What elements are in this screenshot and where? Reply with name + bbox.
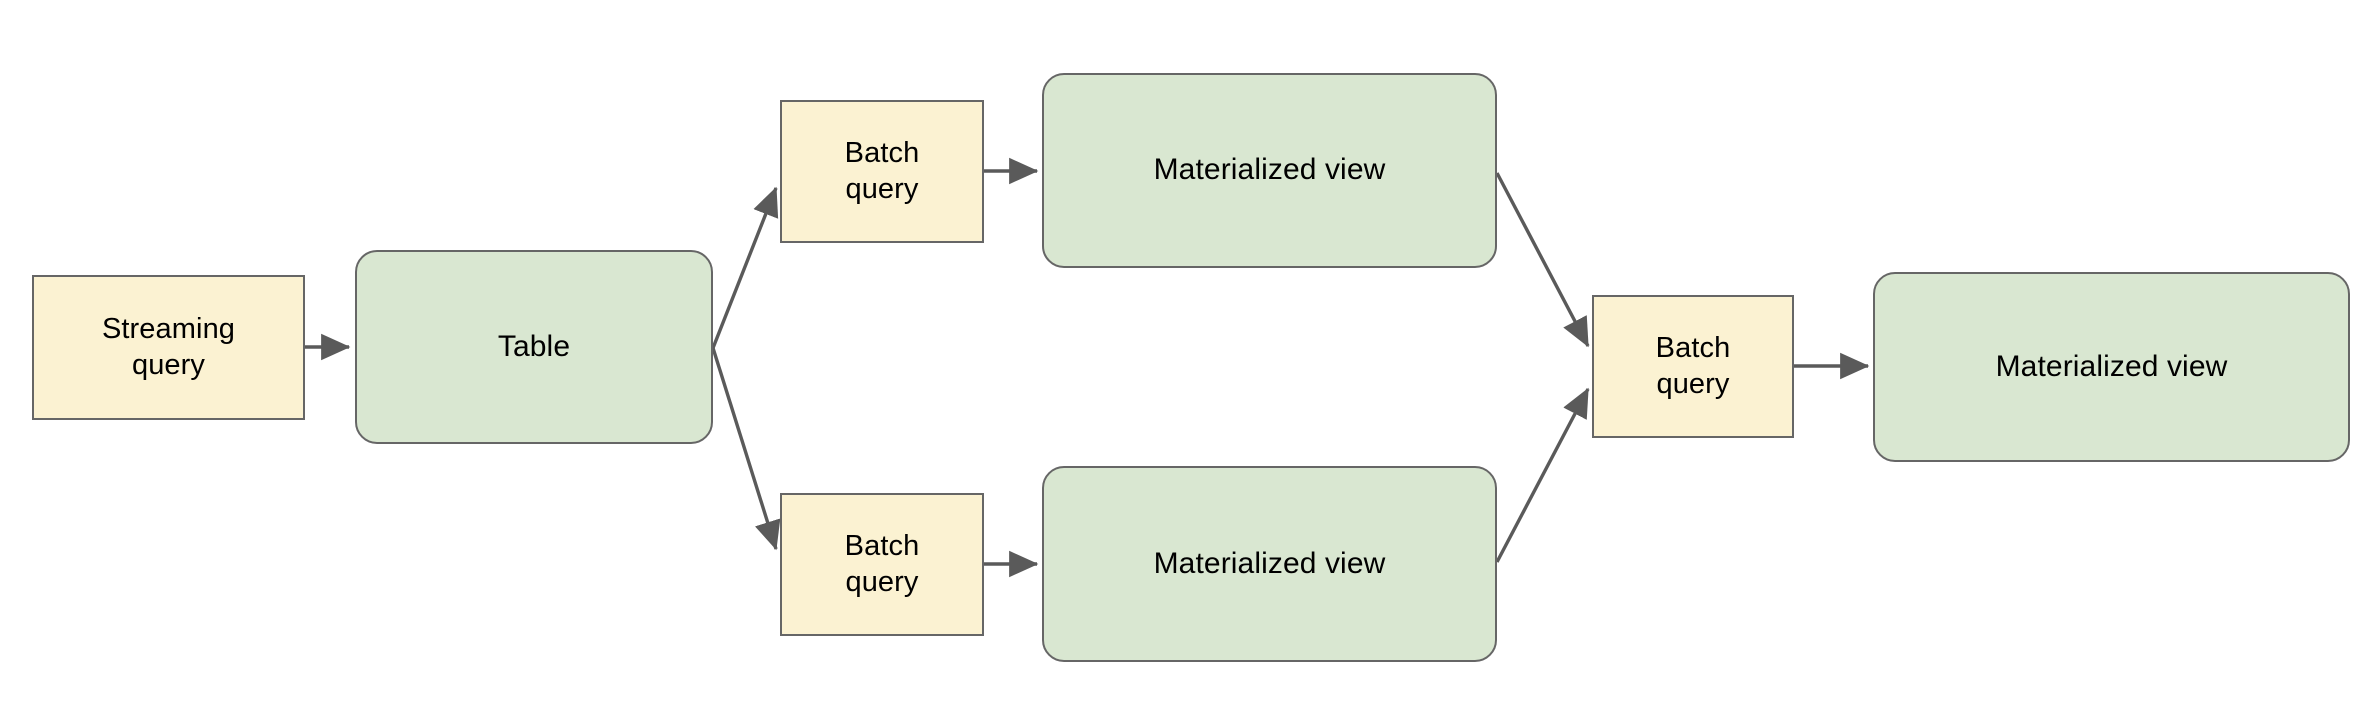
node-batch-query-top-label: Batch query	[844, 137, 920, 205]
node-materialized-view-bottom-label: Materialized view	[1153, 546, 1386, 580]
edge-table-to-batch-bottom	[711, 347, 781, 551]
node-batch-query-merge-label: Batch query	[1655, 332, 1731, 400]
node-table-label: Table	[497, 329, 571, 363]
node-materialized-view-final[interactable]: Materialized view	[1873, 272, 2350, 462]
node-materialized-view-top-label: Materialized view	[1153, 153, 1386, 187]
node-materialized-view-bottom[interactable]: Materialized view	[1042, 466, 1497, 662]
node-batch-query-top[interactable]: Batch query	[780, 100, 984, 243]
node-batch-query-bottom-label: Batch query	[844, 530, 920, 598]
node-materialized-view-top[interactable]: Materialized view	[1042, 73, 1497, 268]
node-batch-query-merge[interactable]: Batch query	[1592, 295, 1794, 438]
edge-table-to-batch-top	[711, 186, 779, 349]
node-streaming-query-label: Streaming query	[101, 313, 236, 381]
node-table[interactable]: Table	[355, 250, 713, 444]
edge-mv-bottom-to-batch-merge	[1495, 387, 1590, 563]
node-streaming-query[interactable]: Streaming query	[32, 275, 305, 420]
node-materialized-view-final-label: Materialized view	[1995, 349, 2228, 383]
node-batch-query-bottom[interactable]: Batch query	[780, 493, 984, 636]
edge-mv-top-to-batch-merge	[1495, 172, 1590, 348]
